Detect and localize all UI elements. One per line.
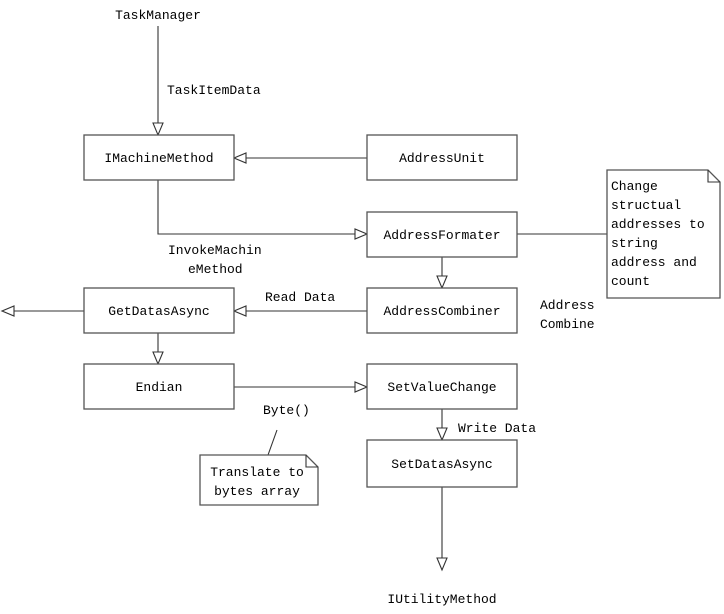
- node-set-value-change: SetValueChange: [366, 363, 518, 410]
- invoke-label-2: eMethod: [188, 262, 243, 277]
- edge-setdatas-iutility: [436, 487, 448, 572]
- byte-label: Byte(): [263, 403, 310, 418]
- read-data-label: Read Data: [265, 290, 335, 305]
- node-label: IMachineMethod: [104, 151, 213, 166]
- node-label: SetValueChange: [387, 380, 496, 395]
- edge-endian-setvalue: [234, 381, 369, 393]
- node-label: SetDatasAsync: [391, 457, 492, 472]
- edge-combiner-getdatas: [232, 305, 367, 317]
- note-byte: Translate to bytes array: [199, 454, 319, 506]
- edge-setvalue-setdatas: [436, 409, 448, 442]
- node-endian: Endian: [83, 363, 235, 410]
- note-line: structual: [611, 198, 681, 213]
- edge-getdatas-out: [0, 305, 84, 317]
- note-line: string: [611, 236, 658, 251]
- invoke-label-1: InvokeMachin: [168, 243, 262, 258]
- note-line: count: [611, 274, 650, 289]
- node-address-unit: AddressUnit: [366, 134, 518, 181]
- edge-taskmanager-imachine: [152, 26, 164, 137]
- edge-addressunit-imachine: [232, 152, 367, 164]
- node-get-datas-async: GetDatasAsync: [83, 287, 235, 334]
- task-item-data-label: TaskItemData: [167, 83, 261, 98]
- task-manager-label: TaskManager: [115, 8, 201, 23]
- edge-getdatas-endian: [152, 333, 164, 366]
- note-formater: Change structual addresses to string add…: [606, 169, 721, 299]
- node-label: Endian: [136, 380, 183, 395]
- address-combine-label-1: Address: [540, 298, 595, 313]
- iutility-method-label: IUtilityMethod: [387, 592, 496, 607]
- note-line: bytes array: [214, 484, 300, 499]
- note-line: addresses to: [611, 217, 705, 232]
- write-data-label: Write Data: [458, 421, 536, 436]
- note-line: Change: [611, 179, 658, 194]
- note-line: address and: [611, 255, 697, 270]
- address-combine-label-2: Combine: [540, 317, 595, 332]
- node-set-datas-async: SetDatasAsync: [366, 439, 518, 488]
- node-label: GetDatasAsync: [108, 304, 209, 319]
- node-label: AddressUnit: [399, 151, 485, 166]
- note-line: Translate to: [210, 465, 304, 480]
- edge-imachine-addressformater: [157, 180, 369, 240]
- node-label: AddressCombiner: [383, 304, 500, 319]
- node-imachine-method: IMachineMethod: [83, 134, 235, 181]
- node-address-combiner: AddressCombiner: [366, 287, 518, 334]
- edge-byte-note: [267, 429, 278, 456]
- node-label: AddressFormater: [383, 228, 500, 243]
- edge-formater-combiner: [436, 257, 448, 290]
- node-address-formater: AddressFormater: [366, 211, 518, 258]
